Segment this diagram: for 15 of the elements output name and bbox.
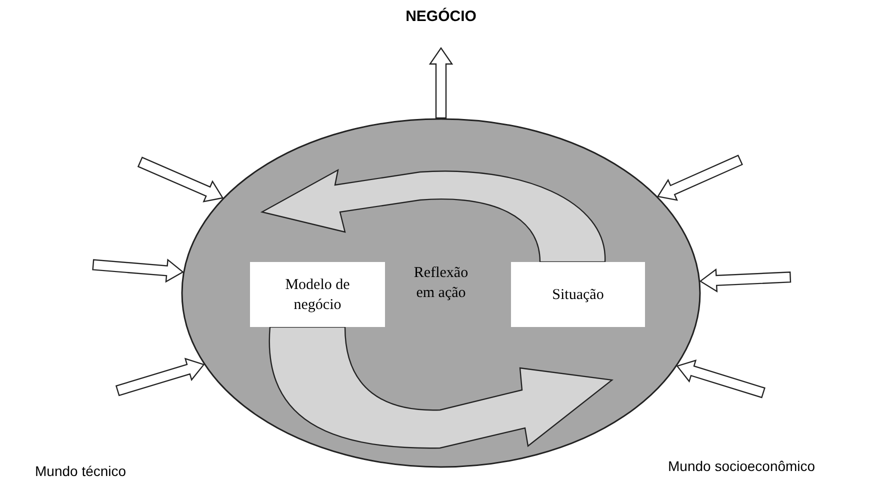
curved-arrow (268, 326, 613, 449)
block-arrow (656, 154, 743, 201)
center-text: Reflexão em ação (412, 264, 470, 303)
block-arrow (137, 156, 224, 202)
block-arrow (115, 358, 205, 396)
concept-box: Situação (511, 262, 645, 327)
block-arrow (699, 268, 792, 293)
heading-text: NEGÓCIO (380, 8, 502, 48)
block-arrow (92, 258, 184, 283)
side-label: Mundo socioeconômico (668, 458, 816, 474)
block-arrow (428, 46, 454, 119)
block-arrow (676, 360, 766, 398)
concept-box: Modelo de negócio (250, 262, 385, 327)
curved-arrow (261, 169, 606, 263)
side-label: Mundo técnico (35, 463, 126, 479)
